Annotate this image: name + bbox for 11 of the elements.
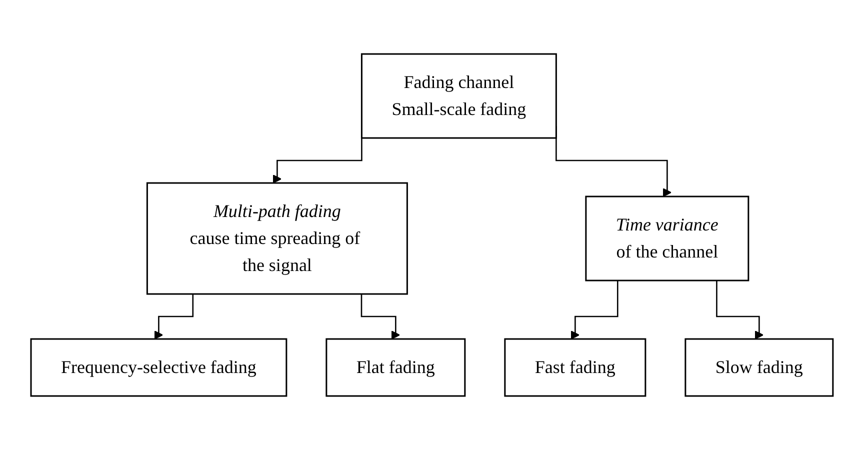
node-box: Fast fading xyxy=(504,338,646,397)
node-box: Multi-path fading cause time spreading of the signal xyxy=(146,182,408,295)
node-box: Flat fading xyxy=(326,338,466,397)
arrow xyxy=(570,280,618,340)
node-box: Frequency-selective fading xyxy=(30,338,288,397)
arrow xyxy=(154,294,194,340)
node-box: Time variance of the channel xyxy=(585,196,750,282)
arrow xyxy=(716,280,764,340)
node-box: Slow fading xyxy=(684,338,834,397)
arrow xyxy=(360,294,400,340)
node-box: Fading channel Small-scale fading xyxy=(361,53,557,139)
